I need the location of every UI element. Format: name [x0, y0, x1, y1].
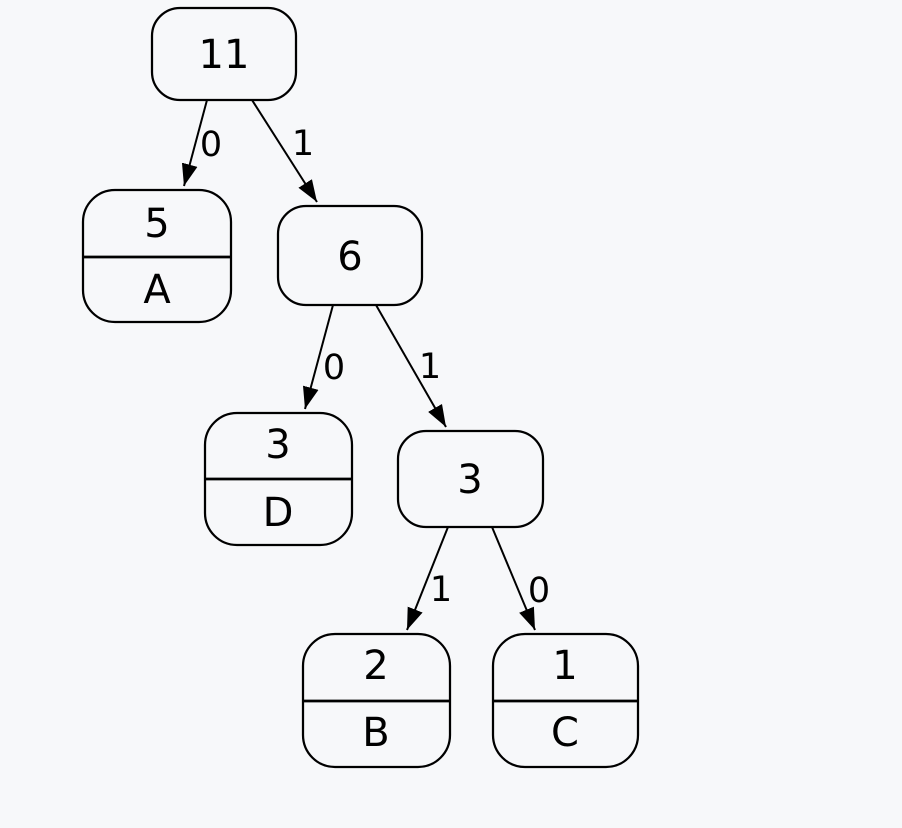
edge-line: [251, 99, 318, 203]
node-root: 11: [150, 6, 298, 102]
node-weight-label: 6: [337, 234, 362, 280]
edge-bit-label: 0: [200, 125, 222, 165]
edge-bit-label: 1: [430, 570, 452, 610]
edge-root-to-6: 1: [251, 99, 318, 203]
node-weight-label: 1: [552, 643, 577, 689]
node-leaf-a: 5 A: [81, 188, 233, 324]
node-shape: [150, 6, 298, 102]
node-symbol-label: A: [143, 267, 171, 313]
edge-line: [491, 526, 536, 631]
node-3: 3: [396, 429, 545, 529]
edge-root-to-a: 0: [181, 99, 222, 187]
node-leaf-c: 1 C: [491, 632, 640, 769]
edge-3-to-c: 0: [491, 526, 550, 631]
node-weight-label: 3: [265, 422, 290, 468]
edge-line: [375, 304, 447, 428]
node-weight-label: 2: [363, 643, 388, 689]
node-symbol-label: D: [263, 490, 294, 536]
edge-3-to-b: 1: [406, 526, 452, 631]
node-symbol-label: B: [362, 710, 389, 756]
node-shape: [276, 204, 424, 307]
node-leaf-b: 2 B: [301, 632, 452, 769]
edge-bit-label: 0: [323, 348, 345, 388]
node-weight-label: 11: [199, 32, 250, 78]
node-weight-label: 5: [144, 201, 169, 247]
edge-bit-label: 0: [528, 571, 550, 611]
edge-line: [181, 99, 208, 187]
node-leaf-d: 3 D: [203, 411, 354, 547]
node-shape: [396, 429, 545, 529]
edge-6-to-d: 0: [302, 304, 345, 410]
edge-line: [406, 526, 449, 631]
node-6: 6: [276, 204, 424, 307]
node-symbol-label: C: [551, 710, 579, 756]
edge-bit-label: 1: [292, 124, 314, 164]
edge-6-to-3: 1: [375, 304, 447, 428]
edge-bit-label: 1: [419, 347, 441, 387]
edge-line: [302, 304, 334, 410]
node-weight-label: 3: [457, 457, 482, 503]
